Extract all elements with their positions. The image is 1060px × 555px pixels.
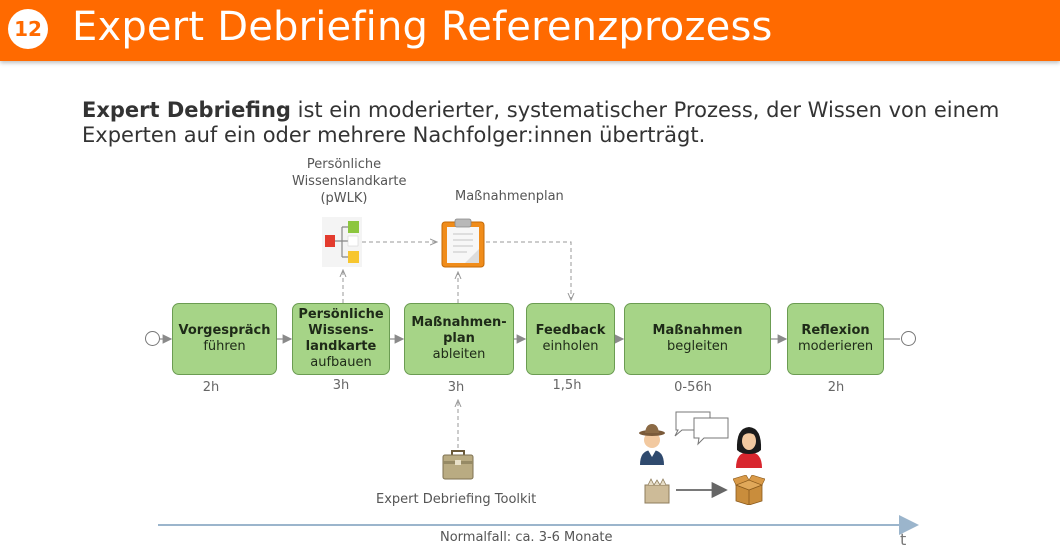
intro-bold: Expert Debriefing (82, 98, 291, 122)
timeline-label: Normalfall: ca. 3-6 Monate (440, 530, 613, 545)
step-title: Reflexion (801, 323, 870, 338)
briefcase-icon (441, 447, 475, 485)
step-title: Feedback (535, 323, 606, 338)
step-feedback[interactable]: Feedback einholen (526, 303, 615, 375)
duration-label: 3h (447, 380, 465, 395)
step-title: Vorgespräch (178, 323, 271, 338)
start-node (145, 331, 160, 346)
header-bar: 12 Expert Debriefing Referenzprozess (0, 0, 1060, 61)
step-subtitle: aufbauen (310, 355, 372, 370)
step-subtitle: moderieren (797, 339, 874, 354)
end-node (901, 331, 916, 346)
intro-rest: ist ein moderierter, systematischer Proz… (82, 98, 1000, 147)
time-axis-label: t (900, 530, 907, 549)
slide-number-badge: 12 (8, 9, 48, 49)
step-subtitle: ableiten (432, 347, 486, 362)
knowledge-map-icon (322, 217, 362, 271)
step-title-line: Persönliche (298, 307, 384, 322)
step-title-line: Maßnahmen- (411, 315, 507, 330)
duration-label: 2h (827, 380, 845, 395)
step-subtitle: führen (203, 339, 246, 354)
step-massnahmen[interactable]: Maßnahmen begleiten (624, 303, 771, 375)
step-title-line: Wissens- (308, 323, 374, 338)
step-vorgespraech[interactable]: Vorgespräch führen (172, 303, 277, 375)
step-reflexion[interactable]: Reflexion moderieren (787, 303, 884, 375)
duration-label: 2h (202, 380, 220, 395)
duration-label: 3h (332, 378, 350, 393)
step-wissenslandkarte[interactable]: Persönliche Wissens- landkarte aufbauen (292, 303, 390, 375)
duration-label: 0-56h (674, 380, 712, 395)
toolkit-label: Expert Debriefing Toolkit (376, 492, 537, 507)
step-massnahmenplan[interactable]: Maßnahmen- plan ableiten (404, 303, 514, 375)
speech-bubbles-icon (670, 410, 732, 450)
pwlk-label: Persönliche Wissenslandkarte (pWLK) (292, 157, 407, 206)
intro-text: Expert Debriefing ist ein moderierter, s… (82, 98, 1022, 148)
box-icon (732, 474, 766, 509)
documents-stack-icon (642, 477, 672, 509)
step-title-line: plan (443, 331, 475, 346)
step-title: Maßnahmen (652, 323, 743, 338)
clipboard-icon (441, 218, 485, 272)
step-subtitle: begleiten (666, 339, 729, 354)
step-subtitle: einholen (542, 339, 599, 354)
woman-avatar-icon (732, 424, 766, 472)
massnahmenplan-label: Maßnahmenplan (455, 189, 564, 204)
step-title-line: landkarte (305, 339, 377, 354)
man-avatar-icon (637, 423, 667, 469)
dashed-link (486, 241, 571, 300)
duration-label: 1,5h (552, 378, 582, 393)
slide-title: Expert Debriefing Referenzprozess (72, 4, 773, 50)
